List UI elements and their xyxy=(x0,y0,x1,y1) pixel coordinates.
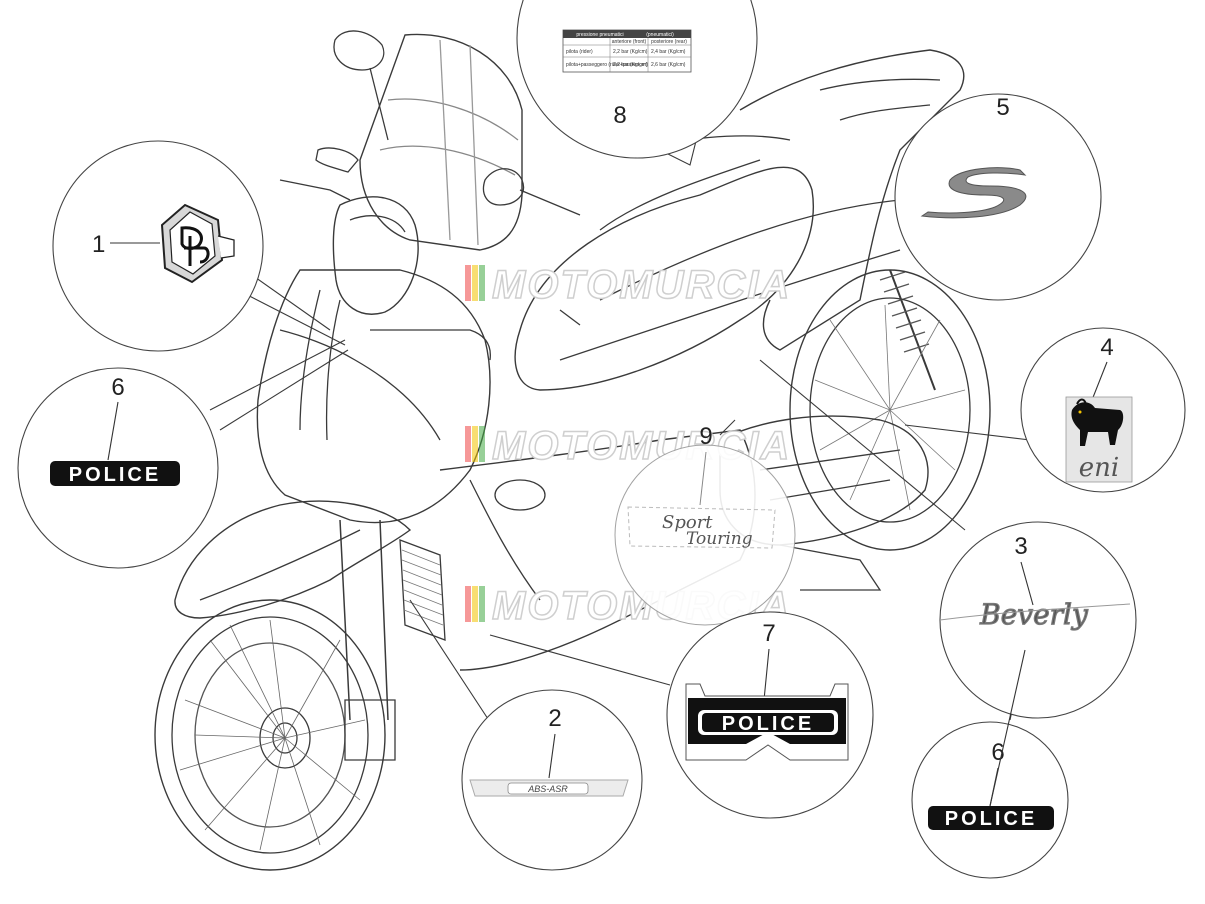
svg-text:2,6 bar (Kg/cm): 2,6 bar (Kg/cm) xyxy=(651,62,686,68)
callout-number: 9 xyxy=(699,423,712,450)
callout-5: 5 xyxy=(894,93,1102,301)
svg-text:pilota (rider): pilota (rider) xyxy=(566,49,593,55)
watermark-1: MOTOMURCIA xyxy=(465,262,791,308)
svg-text:2,4 bar (Kg/cm): 2,4 bar (Kg/cm) xyxy=(651,49,686,55)
scooter-illustration xyxy=(154,30,991,871)
sport-text: Sport xyxy=(662,512,713,533)
leader-lines xyxy=(110,124,1031,723)
callout-number: 5 xyxy=(996,94,1009,121)
callout-number: 6 xyxy=(991,739,1004,766)
callout-8: 8 pressione pneumatici (pneumatici) ante… xyxy=(516,0,758,159)
svg-text:(pneumatici): (pneumatici) xyxy=(646,32,674,38)
callout-number: 2 xyxy=(548,705,561,732)
beverly-decal: Beverly xyxy=(939,597,1131,632)
callout-4: 4 eni xyxy=(1020,327,1186,493)
callout-6-left: 6 POLICE xyxy=(17,367,219,569)
police-decal: POLICE xyxy=(50,461,180,486)
beverly-text: Beverly xyxy=(979,598,1089,631)
svg-text:2,2 bar (Kg/cm): 2,2 bar (Kg/cm) xyxy=(613,49,648,55)
abs-asr-text: ABS-ASR xyxy=(527,784,568,794)
callout-number: 3 xyxy=(1014,533,1027,560)
watermark-2: MOTOMURCIA xyxy=(465,423,791,469)
police-shield-decal: POLICE xyxy=(685,683,849,761)
police-text: POLICE xyxy=(69,464,161,486)
svg-text:anteriore (front): anteriore (front) xyxy=(612,39,647,45)
sport-touring-decal: Sport Touring xyxy=(627,506,776,549)
abs-asr-decal: ABS-ASR xyxy=(469,779,629,797)
svg-text:pilota+passeggero (rider+passe: pilota+passeggero (rider+passenger) xyxy=(566,62,648,68)
touring-text: Touring xyxy=(686,529,753,549)
piaggio-logo-decal xyxy=(160,203,235,284)
callout-9: 9 Sport Touring xyxy=(614,423,796,626)
callout-7: 7 POLICE xyxy=(666,611,874,819)
watermark-text: MOTOMURCIA xyxy=(492,263,791,307)
callout-2: 2 ABS-ASR xyxy=(461,689,643,871)
svg-text:2,2 bar (Kg/cm): 2,2 bar (Kg/cm) xyxy=(613,62,648,68)
watermark-text: MOTOMURCIA xyxy=(492,424,791,468)
police-text: POLICE xyxy=(722,713,814,735)
svg-text:posteriore (rear): posteriore (rear) xyxy=(651,39,687,45)
callout-number: 4 xyxy=(1100,334,1113,361)
callout-6-right: 6 POLICE xyxy=(911,649,1069,879)
s-emblem-decal xyxy=(920,167,1027,219)
callout-3: 3 Beverly xyxy=(939,521,1137,719)
callout-1: 1 xyxy=(52,140,264,352)
tyre-pressure-label: pressione pneumatici (pneumatici) anteri… xyxy=(562,29,692,73)
svg-text:pressione pneumatici: pressione pneumatici xyxy=(576,32,623,38)
callout-number: 7 xyxy=(762,620,775,647)
police-text: POLICE xyxy=(945,808,1037,830)
callout-number: 8 xyxy=(613,102,626,129)
callout-number: 6 xyxy=(111,374,124,401)
callout-number: 1 xyxy=(92,231,105,258)
eni-decal: eni xyxy=(1065,396,1133,483)
eni-text: eni xyxy=(1079,453,1119,483)
police-decal: POLICE xyxy=(928,806,1054,830)
